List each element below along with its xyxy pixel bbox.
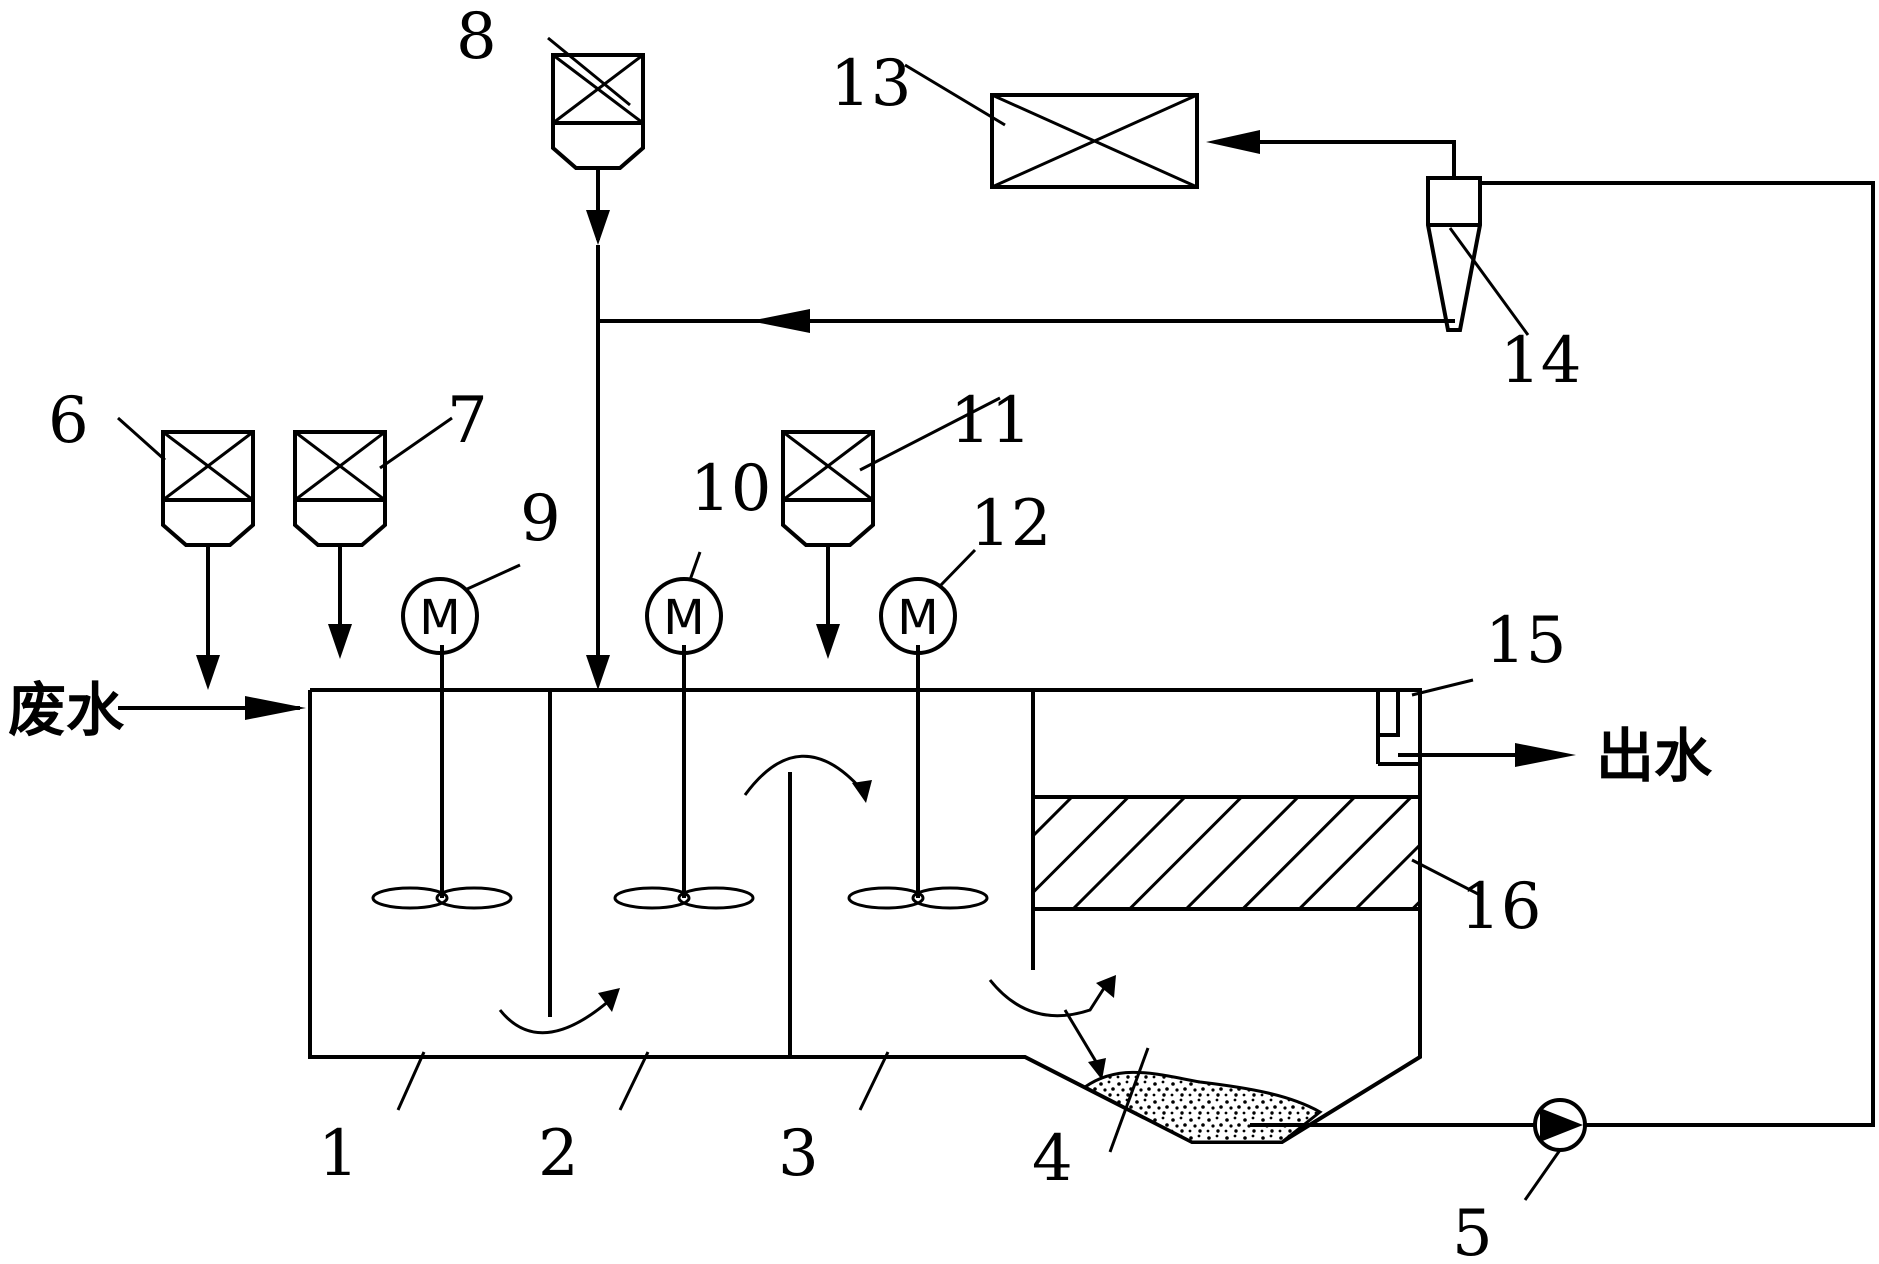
dosing-hopper-8 xyxy=(551,53,645,245)
label-9: 9 xyxy=(520,482,561,556)
water-outlet: 出水 xyxy=(1398,722,1713,790)
label-2: 2 xyxy=(538,1117,579,1191)
agitator-2 xyxy=(613,645,755,910)
flow-arrows xyxy=(498,754,1116,1080)
filter-layer xyxy=(1031,795,1422,911)
label-12: 12 xyxy=(970,487,1051,561)
svg-text:M: M xyxy=(419,590,460,646)
dosing-hopper-7 xyxy=(293,430,387,659)
label-13: 13 xyxy=(830,47,911,121)
overflow-weir xyxy=(1376,690,1420,766)
wastewater-inlet: 废水 xyxy=(8,676,306,744)
label-7: 7 xyxy=(447,384,488,458)
svg-text:M: M xyxy=(897,590,938,646)
label-5: 5 xyxy=(1452,1197,1493,1264)
agitator-1 xyxy=(371,645,513,910)
storage-tank-13 xyxy=(990,93,1199,189)
recycle-line xyxy=(586,245,1455,690)
leader-lines xyxy=(117,36,1562,1201)
label-16: 16 xyxy=(1460,870,1541,944)
hydrocyclone xyxy=(1206,130,1482,332)
inlet-label: 废水 xyxy=(8,676,125,744)
label-11: 11 xyxy=(950,384,1031,458)
motor-12: M xyxy=(879,577,957,655)
label-14: 14 xyxy=(1500,324,1581,398)
motor-9: M xyxy=(401,577,479,655)
label-15: 15 xyxy=(1485,604,1566,678)
label-4: 4 xyxy=(1032,1122,1073,1196)
svg-text:M: M xyxy=(663,590,704,646)
label-10: 10 xyxy=(690,452,771,526)
reaction-tank xyxy=(308,688,1422,1144)
component-labels: 1 2 3 4 5 6 7 8 9 10 11 12 13 14 15 16 xyxy=(48,0,1581,1264)
label-8: 8 xyxy=(456,0,497,74)
label-3: 3 xyxy=(778,1117,819,1191)
dosing-hopper-11 xyxy=(781,430,875,659)
label-6: 6 xyxy=(48,384,89,458)
label-1: 1 xyxy=(318,1117,359,1191)
dosing-hopper-6 xyxy=(161,430,255,690)
outlet-label: 出水 xyxy=(1596,722,1713,790)
agitator-3 xyxy=(847,645,989,910)
motor-10: M xyxy=(645,577,723,655)
